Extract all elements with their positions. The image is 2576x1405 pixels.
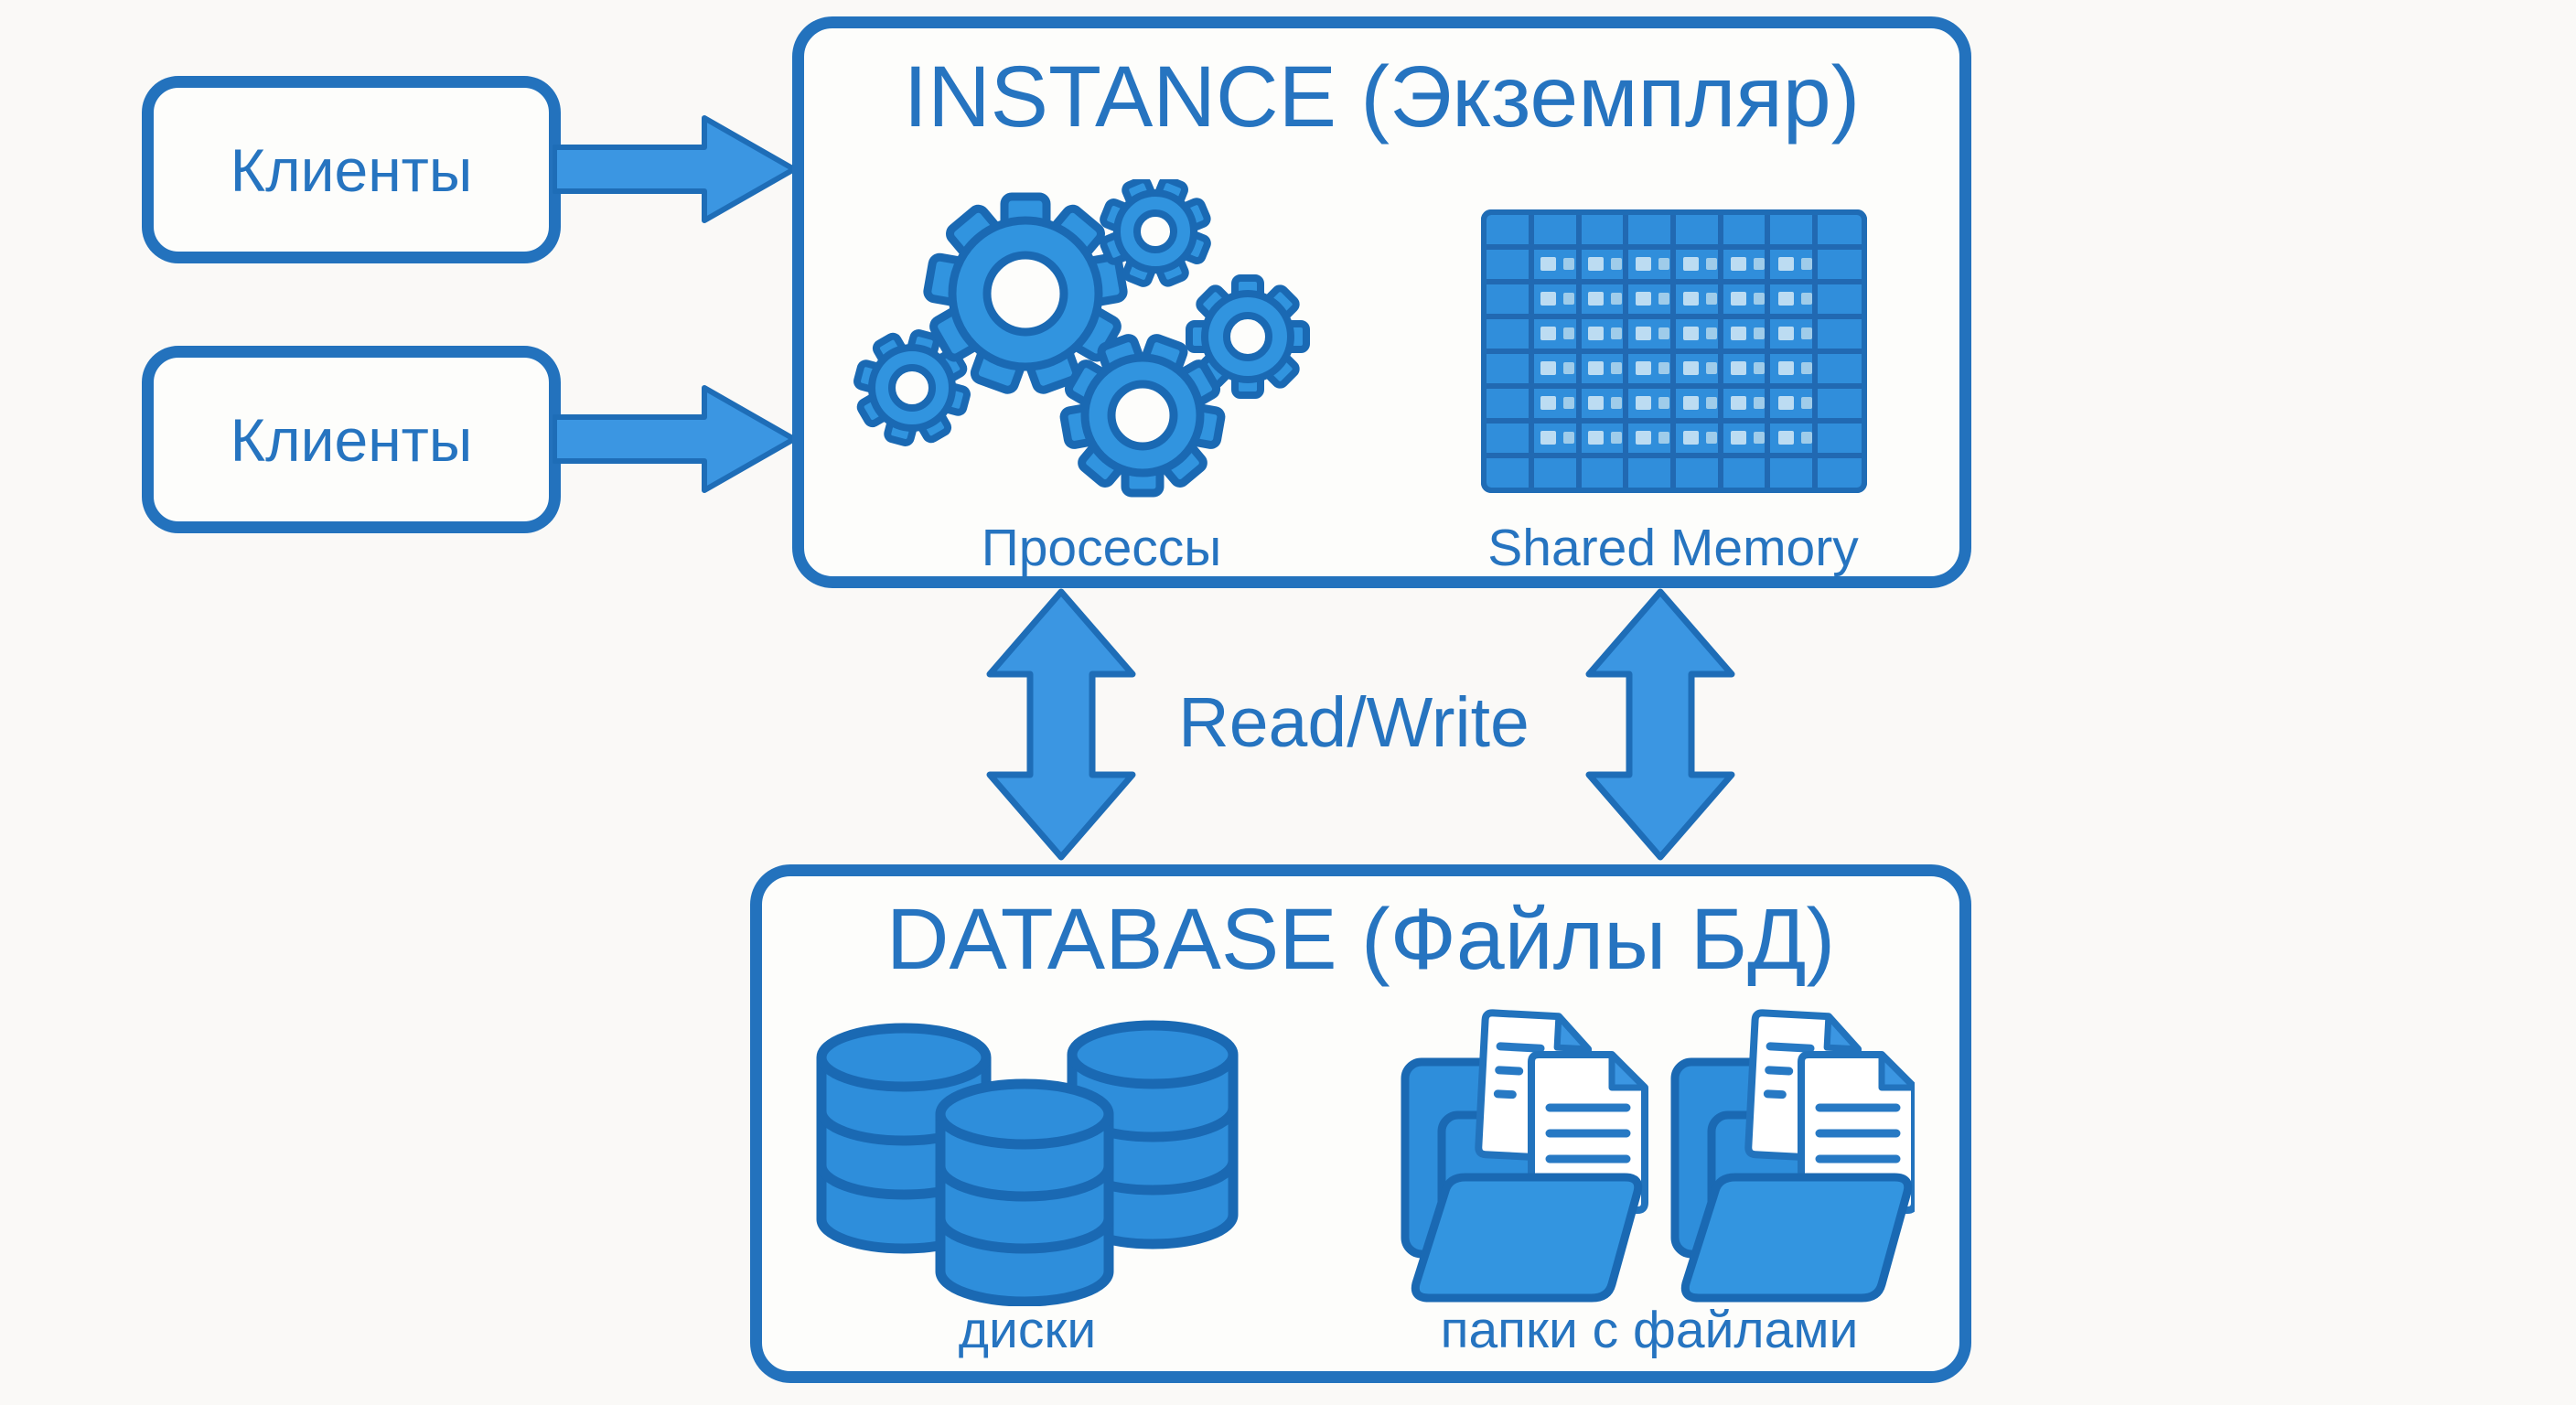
disks-label: диски	[958, 1301, 1097, 1359]
database-title: DATABASE (Файлы БД)	[886, 891, 1836, 988]
folders-label: папки с файлами	[1440, 1301, 1859, 1359]
double-arrow-vertical-icon	[986, 588, 1136, 861]
instance-panel: INSTANCE (Экземпляр)	[792, 16, 1971, 588]
memory-grid-icon	[1481, 209, 1867, 493]
shared-memory-label: Shared Memory	[1487, 519, 1859, 577]
double-arrow-vertical-icon	[1585, 588, 1735, 861]
instance-title: INSTANCE (Экземпляр)	[903, 48, 1861, 145]
clients-box-2: Клиенты	[142, 346, 561, 533]
clients-box-1-label: Клиенты	[230, 135, 473, 204]
database-panel: DATABASE (Файлы БД)	[750, 864, 1971, 1383]
folders-with-files-icon	[1398, 1007, 1915, 1309]
clients-box-2-label: Клиенты	[230, 405, 473, 474]
disk-stack-icon	[816, 1020, 1239, 1306]
clients-box-1: Клиенты	[142, 76, 561, 263]
read-write-label: Read/Write	[1178, 683, 1530, 762]
arrow-right-icon	[553, 385, 797, 493]
gears-icon	[845, 179, 1316, 531]
processes-label: Просессы	[981, 519, 1222, 577]
arrow-right-icon	[553, 115, 797, 223]
